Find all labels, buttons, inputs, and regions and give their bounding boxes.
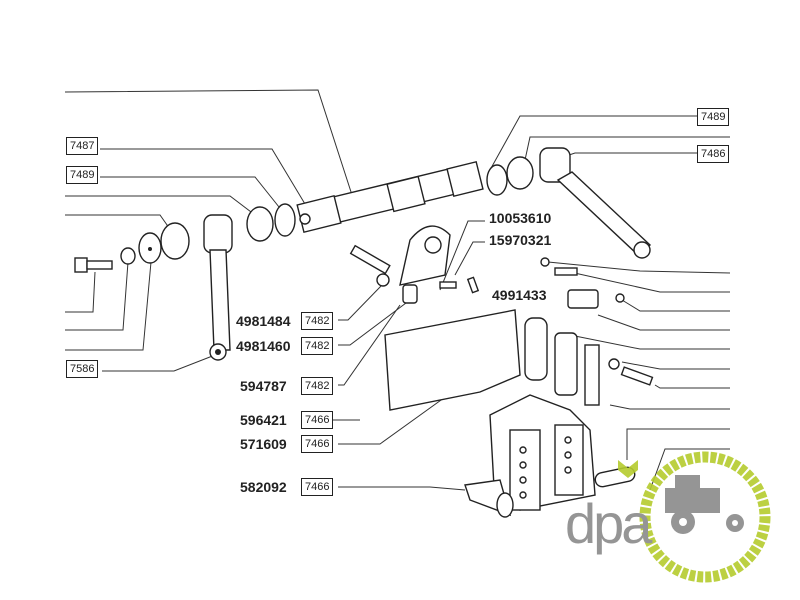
right-lift-arm xyxy=(539,147,652,259)
ref-box: 7482 xyxy=(301,337,334,355)
part-number: 4981460 xyxy=(236,338,291,354)
rings xyxy=(120,156,534,265)
part-number: 596421 xyxy=(240,412,287,428)
ref-box-7489-left: 7489 xyxy=(66,166,99,184)
ref-box: 7482 xyxy=(301,312,334,330)
svg-text:dpa: dpa xyxy=(565,492,653,555)
ref-box: 7466 xyxy=(301,411,334,429)
ref-box-7586: 7586 xyxy=(66,360,99,378)
part-number: 582092 xyxy=(240,479,287,495)
middle-lever xyxy=(349,225,625,309)
ref-box: 7466 xyxy=(301,435,334,453)
ref-box-7487: 7487 xyxy=(66,137,99,155)
drawbar-strap xyxy=(384,309,654,411)
bolt xyxy=(74,257,113,273)
part-number: 594787 xyxy=(240,378,287,394)
part-number-4991433: 4991433 xyxy=(492,287,547,303)
ref-box-7489-right: 7489 xyxy=(697,108,730,126)
part-number-15970321: 15970321 xyxy=(489,232,552,248)
part-number: 571609 xyxy=(240,436,287,452)
hitch-bracket xyxy=(464,394,636,518)
ref-box: 7482 xyxy=(301,377,334,395)
ref-box: 7466 xyxy=(301,478,334,496)
part-number: 4981484 xyxy=(236,313,291,329)
ref-box-7486: 7486 xyxy=(697,145,730,163)
splined-shaft xyxy=(296,160,484,234)
left-lift-arm xyxy=(203,214,233,361)
leader-lines xyxy=(64,89,731,491)
part-number-10053610: 10053610 xyxy=(489,210,552,226)
dpa-watermark-logo: dpa xyxy=(565,451,771,583)
